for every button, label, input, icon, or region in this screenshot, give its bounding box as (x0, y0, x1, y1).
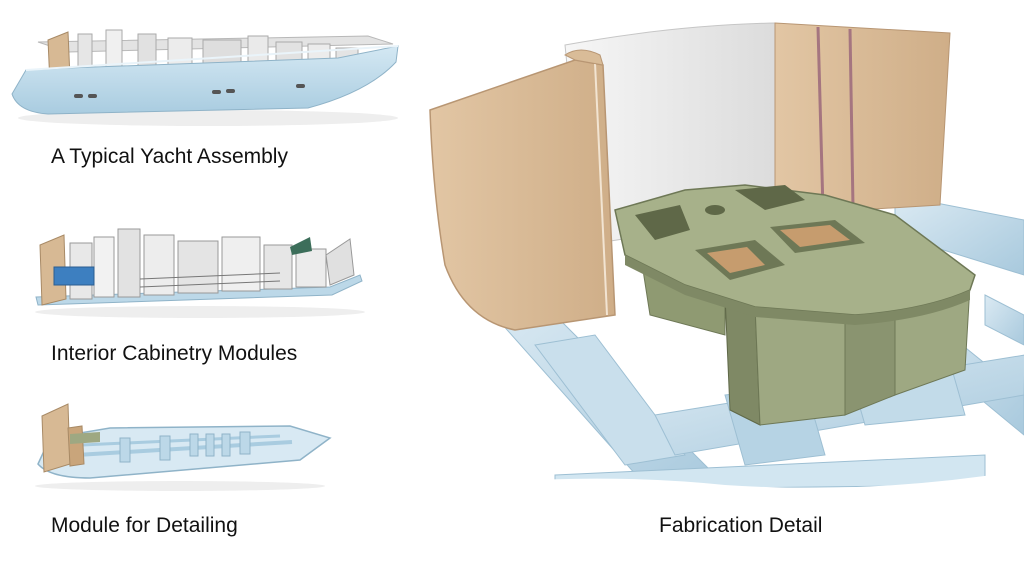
fabrication-detail-render (425, 15, 1024, 490)
caption-fabrication-detail: Fabrication Detail (659, 514, 823, 537)
module-detailing-render (30, 398, 335, 493)
caption-module-for-detailing: Module for Detailing (51, 514, 238, 537)
caption-typical-yacht-assembly: A Typical Yacht Assembly (51, 145, 288, 168)
caption-interior-cabinetry-modules: Interior Cabinetry Modules (51, 342, 298, 365)
yacht-assembly-render (8, 22, 403, 127)
interior-cabinetry-render (30, 215, 370, 320)
